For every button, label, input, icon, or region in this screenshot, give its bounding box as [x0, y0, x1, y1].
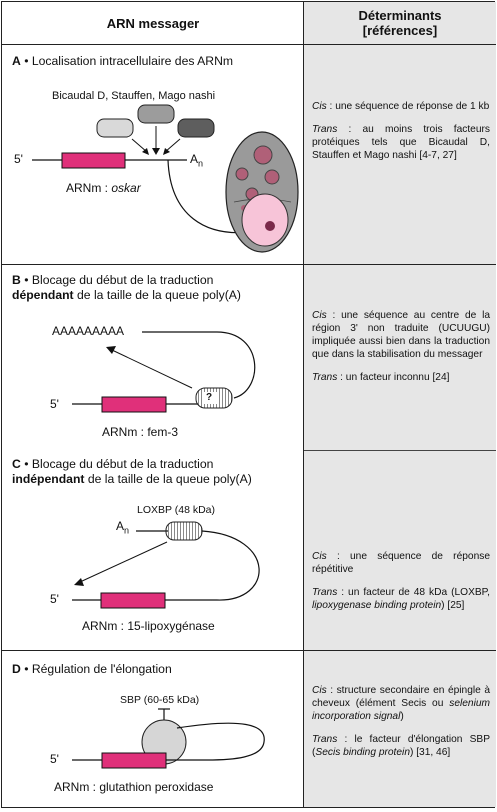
posterior-pole-dot — [265, 221, 275, 231]
header-divider — [2, 44, 496, 45]
section-b-determinants: Cis : une séquence au centre de la régio… — [312, 310, 490, 383]
factor-pill-mid — [137, 104, 175, 124]
determinants-column — [304, 44, 496, 807]
section-c-determinants: Cis : une séquence de réponse répétitive… — [312, 551, 490, 611]
nurse-cell-dot — [253, 145, 273, 165]
section-d-5prime: 5' — [50, 752, 59, 766]
arrow-dark — [164, 138, 181, 153]
section-a-determinants: Cis : une séquence de réponse de 1 kb Tr… — [312, 101, 490, 161]
section-a-5prime: 5' — [14, 152, 23, 166]
section-d-mrna-label: ARNm : glutathion peroxidase — [54, 780, 214, 794]
interaction-arrow-c — [79, 541, 168, 583]
coding-region-d — [101, 752, 167, 769]
section-c-mrna-label: ARNm : 15-lipoxygénase — [82, 619, 215, 633]
factor-pill-dark — [177, 118, 215, 138]
section-b-mrna-label: ARNm : fem-3 — [102, 425, 179, 439]
section-c-diagram — [72, 521, 260, 609]
section-d-diagram — [72, 708, 265, 769]
section-a-title: A • Localisation intracellulaire des ARN… — [12, 54, 234, 68]
section-b-diagram — [72, 331, 256, 413]
secis-hairpin — [176, 722, 265, 761]
section-c-title: C • Blocage du début de la traduction in… — [12, 457, 252, 486]
arrow-light — [131, 138, 148, 153]
section-d-factor: SBP (60-65 kDa) — [120, 694, 200, 706]
header-determinants: Déterminants[références] — [304, 2, 496, 44]
section-b-5prime: 5' — [50, 397, 59, 411]
factor-pill-light — [96, 118, 134, 138]
an-loop — [201, 530, 260, 601]
nurse-cell-dot — [235, 167, 249, 181]
unknown-factor-mark: ? — [206, 392, 213, 403]
row-divider-bc — [304, 450, 496, 451]
nurse-cell-dot — [264, 169, 280, 185]
header-mrna: ARN messager — [2, 2, 304, 44]
oocyte-nucleus — [241, 193, 289, 247]
section-c-factor: LOXBP (48 kDa) — [137, 504, 216, 516]
column-divider — [303, 2, 304, 807]
section-a-factors: Bicaudal D, Stauffen, Mago nashi — [52, 90, 216, 102]
section-d-title: D • Régulation de l'élongation — [12, 662, 172, 676]
interaction-arrow-b — [111, 349, 193, 389]
section-b-polya: AAAAAAAAA — [52, 324, 125, 338]
coding-region-c — [100, 592, 166, 609]
arrowhead-dark — [163, 148, 170, 155]
polya-loop — [216, 331, 256, 399]
section-a-diagram — [32, 104, 299, 253]
row-divider-cd — [2, 650, 496, 651]
interaction-arrowhead-c — [74, 578, 84, 586]
row-divider-ab — [2, 264, 496, 265]
section-c-5prime: 5' — [50, 592, 59, 606]
section-a-mrna-label: ARNm : oskar — [66, 181, 141, 195]
coding-region-b — [101, 396, 167, 413]
arrowhead-mid — [152, 148, 160, 155]
section-c-an: An — [116, 519, 130, 536]
coding-region-a — [61, 152, 126, 169]
section-d-determinants: Cis : structure secondaire en épingle à … — [312, 685, 490, 758]
arrowhead-light — [142, 148, 149, 155]
interaction-arrowhead-b — [106, 346, 116, 354]
section-a-an: An — [190, 152, 204, 169]
unknown-factor-label-bg — [203, 392, 217, 404]
section-b-title: B • Blocage du début de la traduction dé… — [12, 273, 241, 302]
